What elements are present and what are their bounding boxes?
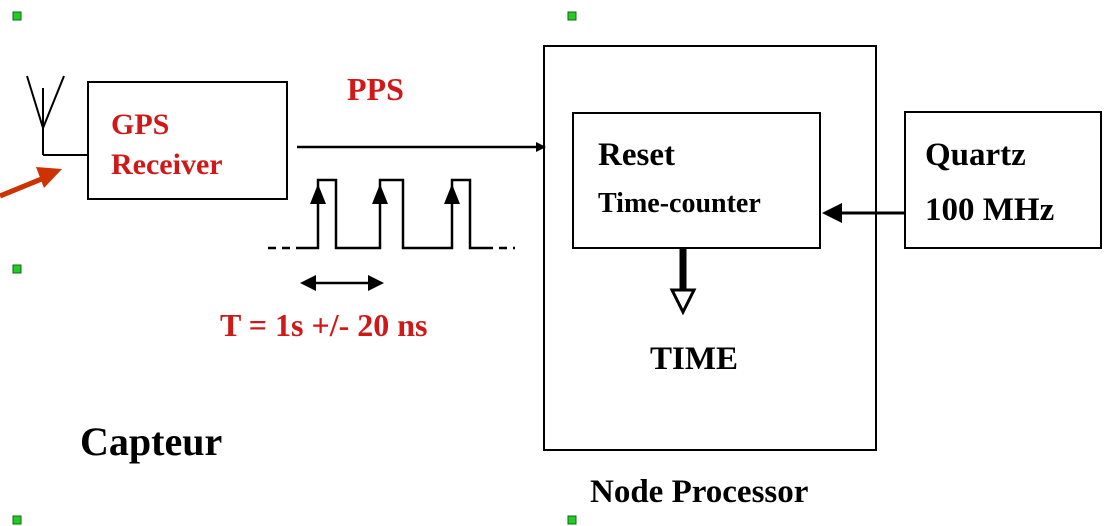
- period-label: T = 1s +/- 20 ns: [220, 307, 428, 343]
- handle-top-left[interactable]: [12, 11, 22, 21]
- node-processor-box: [543, 45, 877, 451]
- handle-top-middle[interactable]: [567, 11, 577, 21]
- reset-label: Reset: [598, 137, 675, 173]
- capteur-label: Capteur: [80, 419, 223, 464]
- time-counter-box: [572, 112, 821, 249]
- pps-label: PPS: [347, 71, 404, 107]
- quartz-label: Quartz: [925, 137, 1026, 173]
- quartz-box: [904, 111, 1102, 249]
- handle-bottom-left[interactable]: [12, 515, 22, 525]
- receiver-label: Receiver: [111, 148, 223, 181]
- time-counter-label: Time-counter: [598, 188, 761, 219]
- time-output-arrow: [669, 248, 697, 316]
- antenna-icon: [26, 75, 88, 156]
- quartz-frequency-label: 100 MHz: [925, 192, 1055, 228]
- time-label: TIME: [650, 341, 739, 377]
- handle-bottom-middle[interactable]: [567, 515, 577, 525]
- quartz-clock-arrow: [822, 203, 905, 223]
- selection-handles: [12, 11, 577, 525]
- gps-receiver-box: [87, 81, 288, 200]
- gps-label: GPS: [111, 108, 170, 141]
- handle-middle-left[interactable]: [12, 264, 22, 274]
- pulse-train-waveform: [268, 178, 515, 250]
- period-double-arrow: [300, 275, 384, 291]
- red-arrow-pointer-icon: [0, 167, 62, 199]
- pulse-up-arrows: [310, 184, 460, 204]
- node-processor-label: Node Processor: [590, 474, 809, 510]
